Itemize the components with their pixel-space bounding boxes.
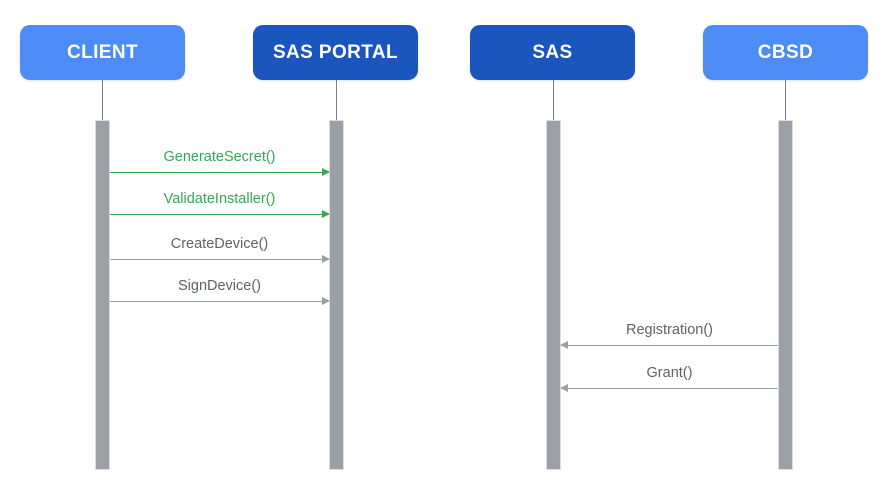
participant-label-cbsd: CBSD bbox=[757, 41, 814, 63]
participant-box-sas[interactable]: SAS bbox=[470, 25, 635, 80]
message-line bbox=[561, 345, 778, 346]
arrow-head-icon bbox=[322, 209, 330, 218]
activation-bar-client bbox=[95, 120, 110, 470]
participant-label-sas: SAS bbox=[532, 41, 573, 63]
message-line bbox=[110, 172, 329, 173]
arrow-head-icon bbox=[322, 254, 330, 263]
message-label: ValidateInstaller() bbox=[163, 191, 276, 207]
message-line bbox=[561, 388, 778, 389]
message-line bbox=[110, 301, 329, 302]
participant-label-sas-portal: SAS PORTAL bbox=[272, 41, 399, 63]
message-label: Registration() bbox=[625, 322, 714, 338]
activation-bar-sas bbox=[546, 120, 561, 470]
arrow-head-icon bbox=[560, 383, 568, 392]
activation-bar-cbsd bbox=[778, 120, 793, 470]
lifeline-cbsd bbox=[785, 80, 786, 120]
message-label: SignDevice() bbox=[178, 278, 261, 294]
participant-box-sas-portal[interactable]: SAS PORTAL bbox=[253, 25, 418, 80]
activation-bar-sas-portal bbox=[329, 120, 344, 470]
participant-box-client[interactable]: CLIENT bbox=[20, 25, 185, 80]
arrow-head-icon bbox=[560, 340, 568, 349]
arrow-head-icon bbox=[322, 167, 330, 176]
message-label: Grant() bbox=[646, 365, 693, 381]
lifeline-sas bbox=[553, 80, 554, 120]
message-label: GenerateSecret() bbox=[163, 149, 276, 165]
participant-label-client: CLIENT bbox=[66, 41, 138, 63]
lifeline-client bbox=[102, 80, 103, 120]
participant-box-cbsd[interactable]: CBSD bbox=[703, 25, 868, 80]
message-label: CreateDevice() bbox=[170, 236, 269, 252]
lifeline-sas-portal bbox=[336, 80, 337, 120]
arrow-head-icon bbox=[322, 296, 330, 305]
message-line bbox=[110, 214, 329, 215]
message-line bbox=[110, 259, 329, 260]
